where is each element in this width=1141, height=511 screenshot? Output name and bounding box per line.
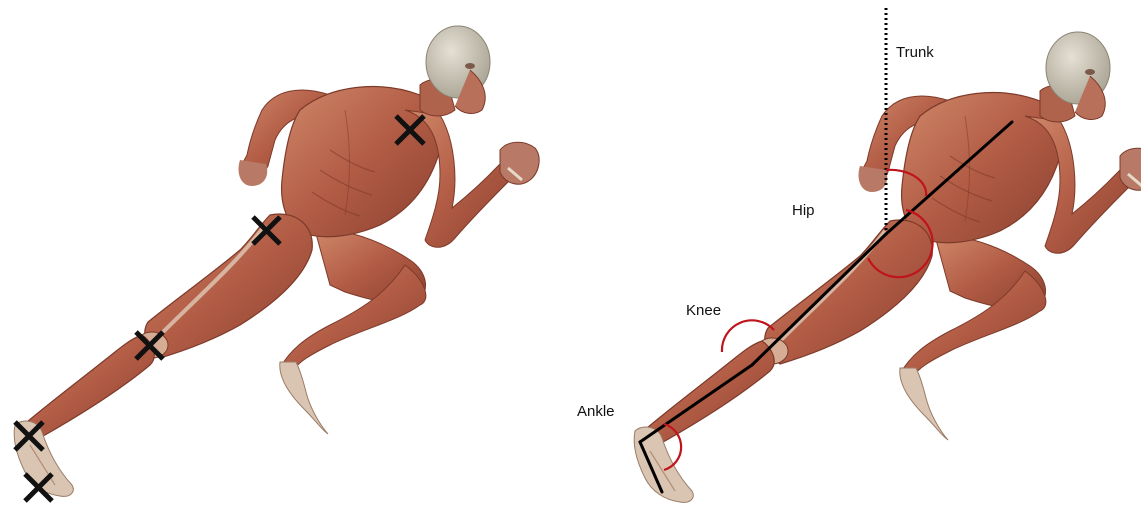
trunk-label: Trunk: [896, 44, 934, 61]
hip-label: Hip: [792, 202, 815, 219]
runner-illustration-right: [634, 32, 1141, 502]
shank-segment-line: [640, 365, 752, 442]
runner-illustration-left: [14, 26, 539, 496]
marked-runner-figure: [14, 26, 539, 501]
ankle-label: Ankle: [577, 403, 615, 420]
angle-runner-figure: Trunk Hip Knee Ankle: [577, 8, 1141, 502]
knee-label: Knee: [686, 302, 721, 319]
